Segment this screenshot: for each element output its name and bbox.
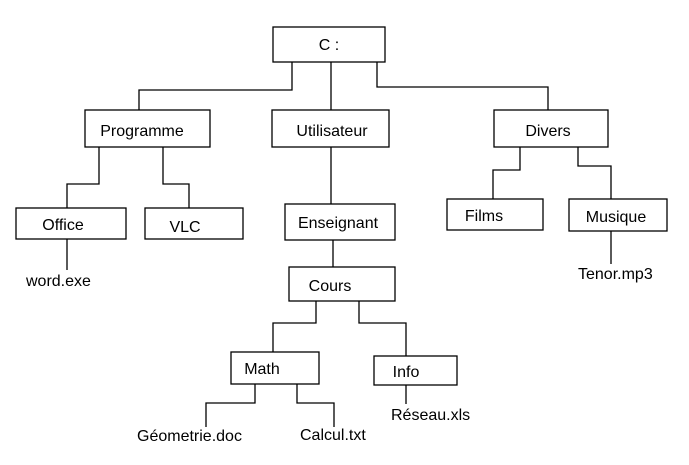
node-utilisateur-label: Utilisateur [296, 123, 368, 140]
file-tenor-mp3: Tenor.mp3 [578, 266, 653, 283]
node-divers-label: Divers [525, 123, 570, 140]
node-cours: Cours [288, 266, 396, 302]
node-musique-box [568, 198, 668, 232]
node-math-box [230, 351, 320, 385]
node-cours-box [288, 266, 396, 302]
node-cours-label: Cours [309, 278, 352, 295]
edge-math-calcul [296, 384, 335, 427]
node-enseignant-box [284, 203, 396, 241]
node-info-box [373, 355, 458, 386]
node-divers-box [493, 109, 609, 148]
node-programme: Programme [84, 109, 211, 148]
node-math-label: Math [244, 361, 280, 378]
node-vlc: VLC [144, 207, 244, 240]
node-root-label: C : [319, 37, 339, 54]
edge-cours-math [272, 301, 317, 352]
edge-divers-films [492, 147, 521, 199]
node-divers: Divers [493, 109, 609, 148]
file-geometrie-doc: Géometrie.doc [137, 428, 242, 445]
node-utilisateur: Utilisateur [271, 109, 390, 148]
node-root-box [272, 26, 386, 63]
node-programme-label: Programme [100, 123, 184, 140]
edge-root-divers [376, 62, 549, 110]
node-vlc-box [144, 207, 244, 240]
node-films: Films [446, 198, 544, 231]
edge-divers-musique [577, 147, 612, 199]
node-utilisateur-box [271, 109, 390, 148]
node-info: Info [373, 355, 458, 386]
edge-programme-office [66, 147, 100, 208]
edge-root-programme [138, 62, 293, 110]
node-vlc-label: VLC [169, 219, 200, 236]
node-enseignant: Enseignant [284, 203, 396, 241]
node-office-box [15, 207, 127, 240]
node-info-label: Info [393, 364, 420, 381]
node-root: C : [272, 26, 386, 63]
file-calcul-txt: Calcul.txt [300, 427, 366, 444]
edge-programme-vlc [162, 147, 190, 208]
file-word-exe: word.exe [25, 273, 91, 290]
node-enseignant-label: Enseignant [298, 215, 379, 232]
edge-cours-info [358, 301, 407, 356]
node-films-box [446, 198, 544, 231]
node-musique: Musique [568, 198, 668, 232]
node-office: Office [15, 207, 127, 240]
node-musique-label: Musique [586, 209, 647, 226]
connectors [66, 62, 612, 427]
file-reseau-xls: Réseau.xls [391, 407, 470, 424]
node-programme-box [84, 109, 211, 148]
edge-math-geometrie [205, 384, 256, 427]
node-films-label: Films [465, 208, 503, 225]
node-office-label: Office [42, 217, 84, 234]
node-math: Math [230, 351, 320, 385]
